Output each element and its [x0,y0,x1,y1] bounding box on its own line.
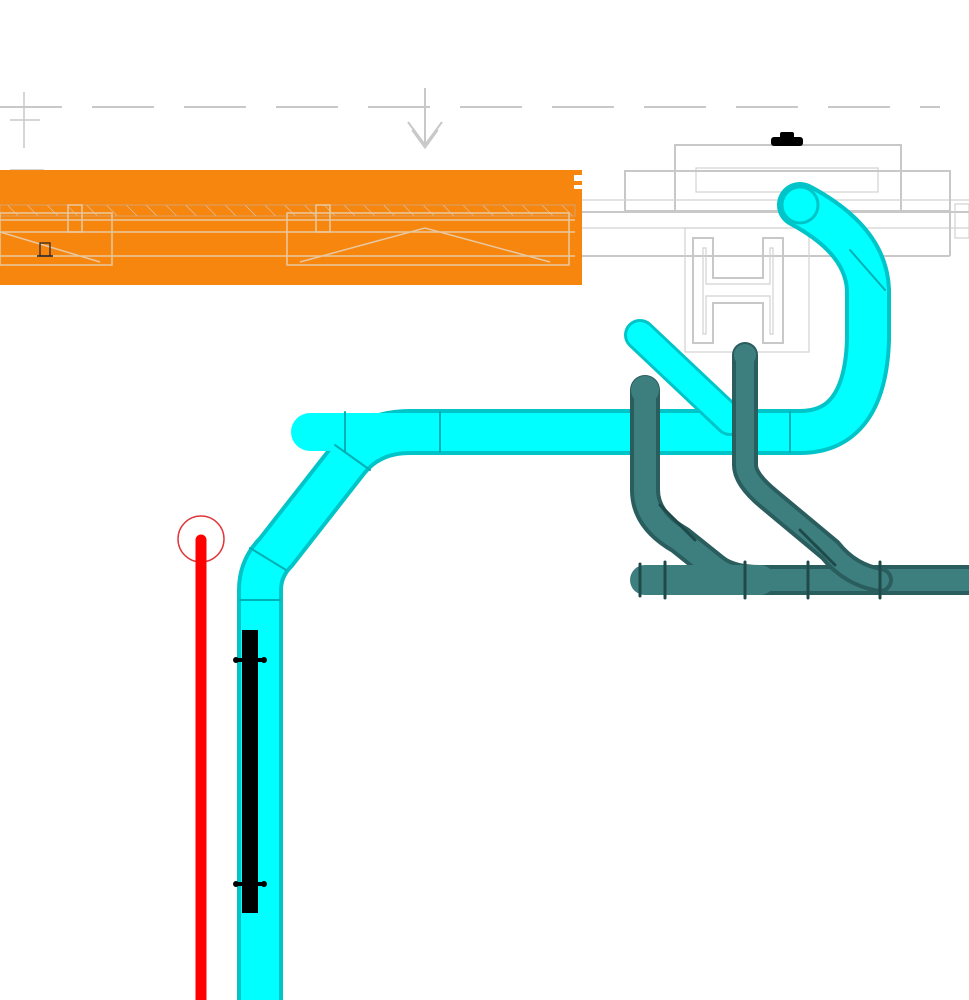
orange-duct[interactable] [0,170,582,285]
black-pipe-support [233,630,267,913]
ghost-i-beam-section [684,227,810,353]
section-arrow-symbol [407,88,443,150]
red-wire[interactable] [177,515,225,1000]
teal-pipe-run[interactable] [630,342,969,600]
gridline-dashed [0,92,940,171]
cyan-pipe-run[interactable] [237,182,891,1000]
